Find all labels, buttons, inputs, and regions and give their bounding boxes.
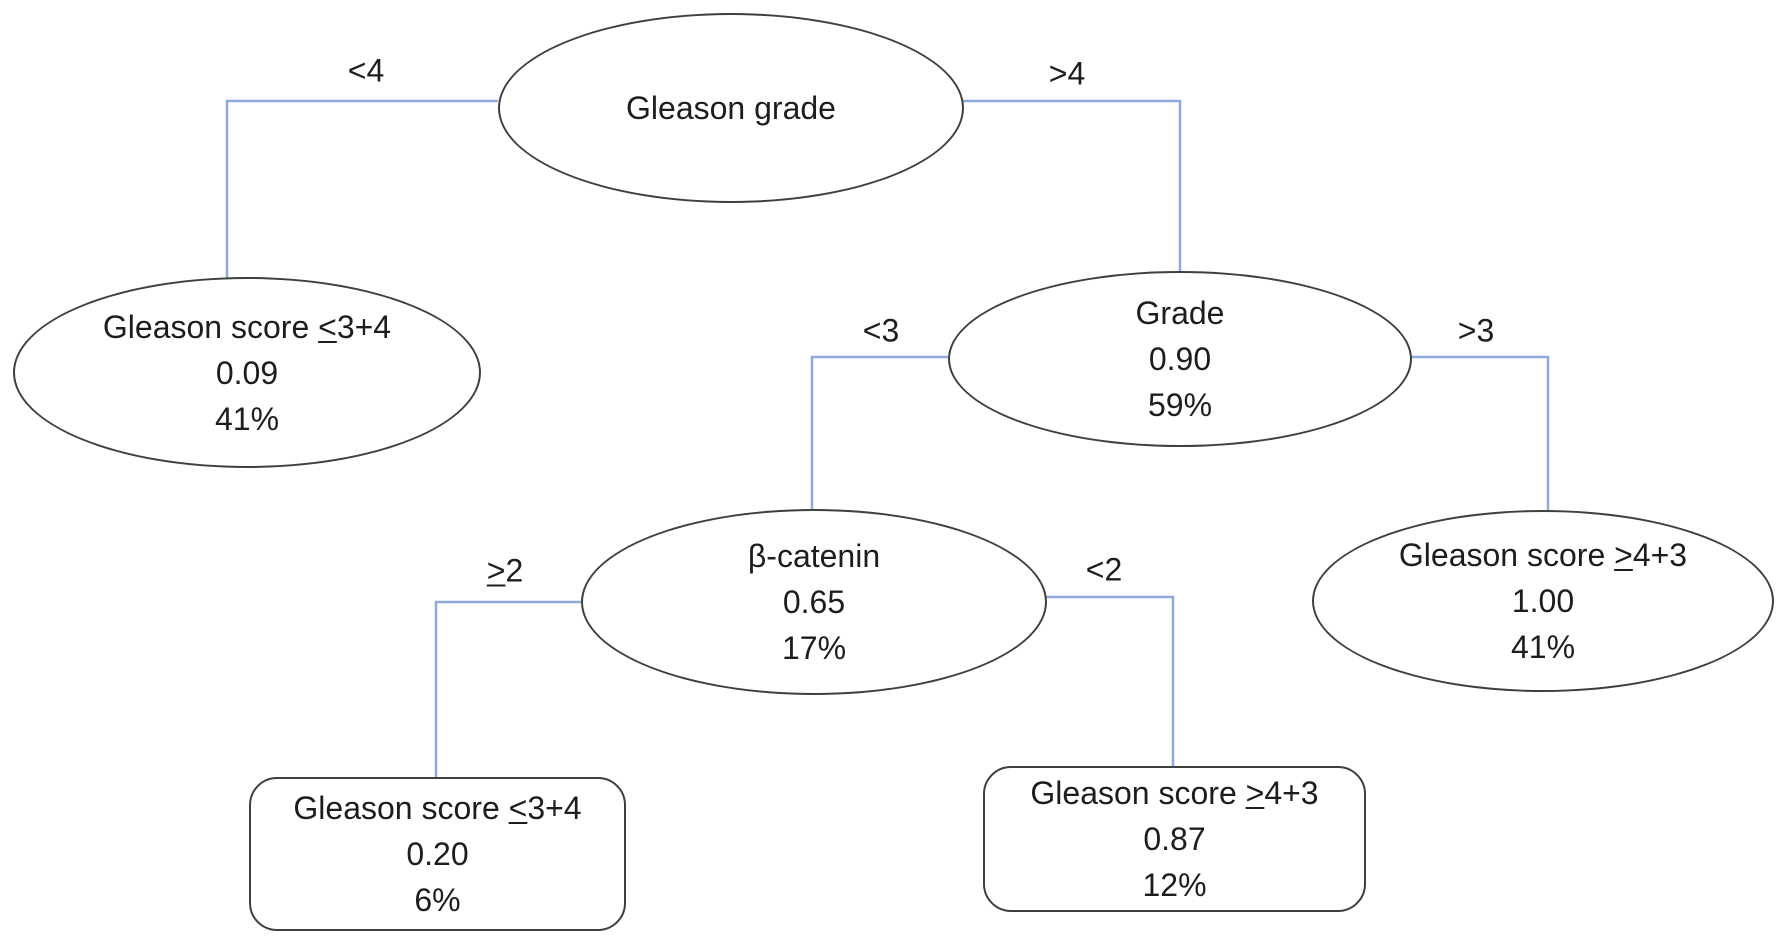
edge-root-to-left-leaf [225, 99, 498, 281]
le-operator: < [318, 308, 337, 345]
le-operator: < [508, 790, 528, 826]
ge-operator: > [1245, 775, 1265, 811]
leaf-gleason-score-ge-4-3: Gleason score >4+3 0.87 12% [983, 766, 1366, 912]
node-percent: 6% [414, 882, 461, 918]
node-percent: 59% [1147, 387, 1213, 423]
edge-root-to-grade [960, 99, 1182, 275]
ge-operand: 2 [505, 552, 524, 589]
node-value: 0.65 [782, 584, 846, 620]
branch-label-bcatenin-left: >2 [487, 553, 523, 590]
node-value: 1.00 [1511, 583, 1575, 619]
edge-bcatenin-to-bottom-left-leaf [434, 600, 581, 781]
node-value: 0.90 [1148, 341, 1212, 377]
branch-label-root-right: >4 [1048, 55, 1086, 92]
node-value: 0.20 [406, 836, 469, 872]
node-title: Gleason score <3+4 [293, 790, 582, 826]
node-grade: Grade 0.90 59% [948, 271, 1412, 447]
node-beta-catenin: β-catenin 0.65 17% [581, 509, 1047, 695]
node-value: 0.09 [215, 354, 279, 391]
node-title: Gleason grade [626, 90, 836, 126]
node-gleason-grade: Gleason grade [498, 13, 964, 203]
ge-operator: > [1614, 537, 1633, 573]
node-percent: 17% [781, 630, 847, 666]
node-title: Gleason score <3+4 [102, 308, 392, 345]
node-title: Gleason score >4+3 [1030, 775, 1319, 811]
edge-grade-to-bcatenin [810, 355, 948, 513]
branch-label-bcatenin-right: <2 [1085, 551, 1123, 588]
node-gleason-score-ge-4-3: Gleason score >4+3 1.00 41% [1312, 510, 1774, 692]
node-percent: 12% [1142, 867, 1207, 903]
node-percent: 41% [1510, 629, 1576, 665]
leaf-gleason-score-le-3-4: Gleason score <3+4 0.20 6% [249, 777, 626, 931]
edge-bcatenin-to-bottom-right-leaf [1043, 595, 1175, 770]
node-title: β-catenin [747, 538, 881, 574]
branch-label-root-left: <4 [347, 52, 385, 89]
node-title: Grade [1135, 295, 1225, 331]
node-gleason-score-le-3-4: Gleason score <3+4 0.09 41% [13, 277, 481, 468]
node-value: 0.87 [1143, 821, 1206, 857]
ge-operator: > [486, 552, 506, 589]
node-title: Gleason score >4+3 [1398, 537, 1688, 573]
branch-label-grade-right: >3 [1457, 312, 1495, 349]
branch-label-grade-left: <3 [862, 312, 900, 349]
node-percent: 41% [214, 400, 280, 437]
edge-grade-to-right-leaf [1408, 355, 1550, 514]
